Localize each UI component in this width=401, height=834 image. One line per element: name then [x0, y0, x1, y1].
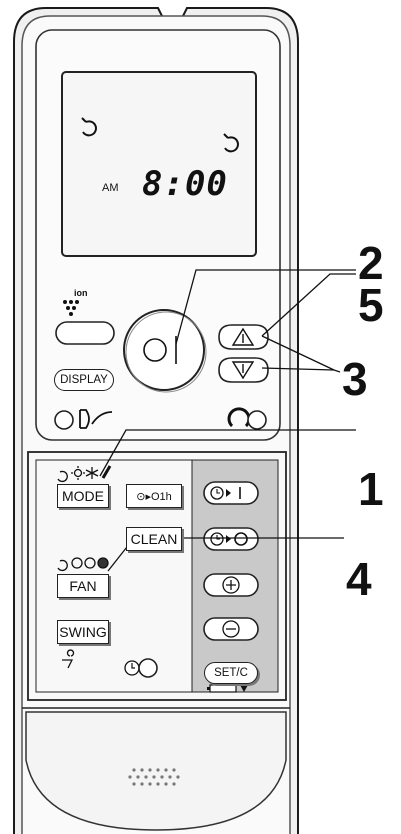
comfort-button[interactable]	[248, 411, 266, 429]
mode-button[interactable]: MODE	[57, 484, 109, 508]
temp-down-button[interactable]	[219, 358, 268, 382]
timer-on-icon	[203, 481, 259, 505]
speaker-grille-icon	[128, 768, 180, 786]
comfort-icon	[227, 407, 267, 430]
timer-off-button[interactable]	[204, 528, 258, 550]
battery-icon	[207, 684, 248, 693]
callout-1: 1	[358, 463, 384, 515]
callout-3: 3	[342, 353, 368, 405]
timer-1h-button[interactable]: ⊙▸O1h	[126, 484, 182, 508]
minus-icon	[203, 617, 259, 641]
fan-icons	[57, 557, 109, 572]
ion-label: ion	[74, 288, 88, 298]
plus-icon	[203, 573, 259, 597]
setc-button[interactable]: SET/C	[204, 662, 258, 684]
swing-button[interactable]: SWING	[57, 620, 109, 644]
ion-button[interactable]	[56, 322, 114, 344]
temp-up-icon	[218, 324, 269, 350]
callout-4: 4	[346, 553, 372, 605]
timer-off-icon	[203, 527, 259, 551]
sleep-swirl-icon	[81, 117, 239, 153]
swing-icon	[62, 649, 75, 669]
timer-on-button[interactable]	[204, 482, 258, 504]
power-button[interactable]	[124, 310, 204, 390]
clock-time: 8:00	[142, 164, 228, 204]
power-icon	[123, 309, 205, 391]
callout-2: 2	[358, 237, 384, 289]
quiet-icon	[54, 409, 113, 430]
temp-up-button[interactable]	[219, 325, 268, 349]
timer-off-clock-button[interactable]	[139, 659, 157, 677]
callout-5: 5	[358, 279, 384, 331]
timer-clock-icon	[124, 658, 158, 678]
display-button[interactable]: DISPLAY	[54, 369, 114, 391]
clean-button[interactable]: CLEAN	[126, 527, 182, 551]
minus-button[interactable]	[204, 618, 258, 640]
ion-icon	[63, 300, 79, 316]
mode-icons	[57, 465, 112, 483]
temp-down-icon	[218, 357, 269, 383]
quiet-button[interactable]	[55, 411, 73, 429]
plus-button[interactable]	[204, 574, 258, 596]
fan-button[interactable]: FAN	[57, 574, 109, 598]
am-indicator: AM	[102, 182, 119, 194]
